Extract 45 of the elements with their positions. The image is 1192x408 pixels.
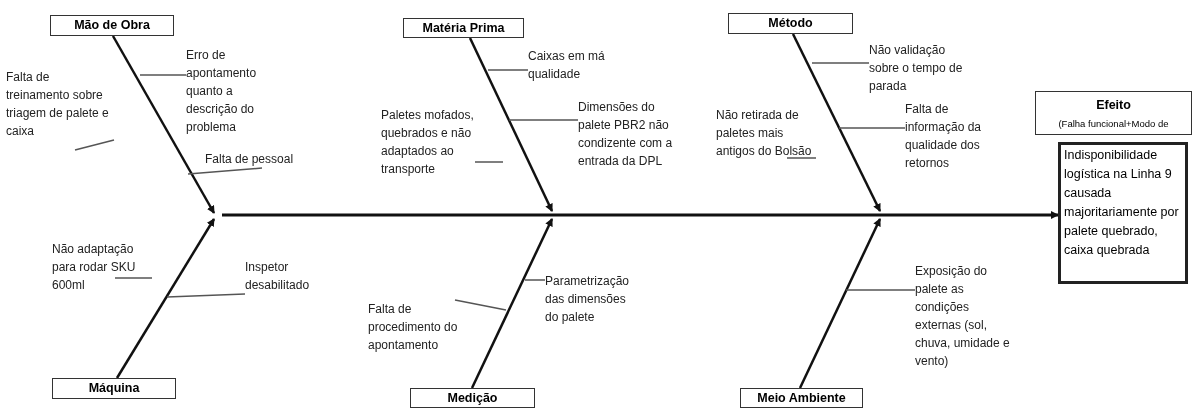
leader-line — [139, 74, 187, 76]
leader-line — [474, 161, 504, 163]
leader-line — [114, 277, 153, 279]
bone-arrow — [798, 218, 882, 389]
cause-text: Caixas em má qualidade — [528, 47, 608, 83]
bone-arrow — [468, 37, 554, 212]
bone-arrow — [791, 33, 882, 212]
cause-text: Dimensões do palete PBR2 não condizente com a entrada da DPL — [578, 98, 673, 170]
bone-arrow — [470, 218, 554, 389]
spine-arrow — [222, 211, 1059, 219]
cause-text: Não adaptação para rodar SKU 600ml — [52, 240, 152, 294]
leader-line — [838, 127, 906, 129]
cause-text: Falta de informação da qualidade dos retornos — [905, 100, 995, 172]
effect-header-box — [1035, 91, 1192, 135]
leader-line — [508, 119, 579, 121]
cause-text: Parametrização das dimensões do palete — [545, 272, 641, 326]
cause-text: Não retirada de paletes mais antigos do Bolsão — [716, 106, 816, 160]
cause-text: Inspetor desabilitado — [245, 258, 325, 294]
cause-text: Falta de treinamento sobre triagem de palete e caixa — [6, 68, 114, 140]
leader-line — [187, 167, 263, 175]
cause-text: Paletes mofados, quebrados e não adaptados ao transporte — [381, 106, 503, 178]
category-box: Meio Ambiente — [740, 388, 863, 408]
leader-line — [811, 62, 870, 64]
leader-line — [524, 279, 546, 281]
category-box: Mão de Obra — [50, 15, 174, 36]
cause-text: Não validação sobre o tempo de parada — [869, 41, 969, 95]
leader-line — [454, 299, 507, 311]
leader-line — [74, 139, 115, 151]
category-box: Medição — [410, 388, 535, 408]
effect-heading: Efeito — [1096, 97, 1131, 113]
leader-line — [487, 69, 529, 71]
bone-arrow — [115, 218, 216, 379]
cause-text: Erro de apontamento quanto a descrição do problema — [186, 46, 281, 136]
leader-line — [786, 157, 817, 159]
category-box: Método — [728, 13, 853, 34]
category-box: Máquina — [52, 378, 176, 399]
leader-line — [845, 289, 916, 291]
cause-text: Falta de procedimento do apontamento — [368, 300, 468, 354]
bone-arrow — [111, 35, 216, 214]
cause-text: Falta de pessoal — [205, 150, 294, 168]
effect-subtitle: (Falha funcional+Modo de — [1058, 117, 1169, 131]
leader-line — [166, 293, 246, 298]
effect-box: Indisponibilidade logística na Linha 9 causada majoritariamente por palete quebrado, caixa quebrada — [1058, 142, 1188, 284]
category-box: Matéria Prima — [403, 18, 524, 38]
cause-text: Exposição do palete as condições externas (sol, chuva, umidade e vento) — [915, 262, 1015, 370]
